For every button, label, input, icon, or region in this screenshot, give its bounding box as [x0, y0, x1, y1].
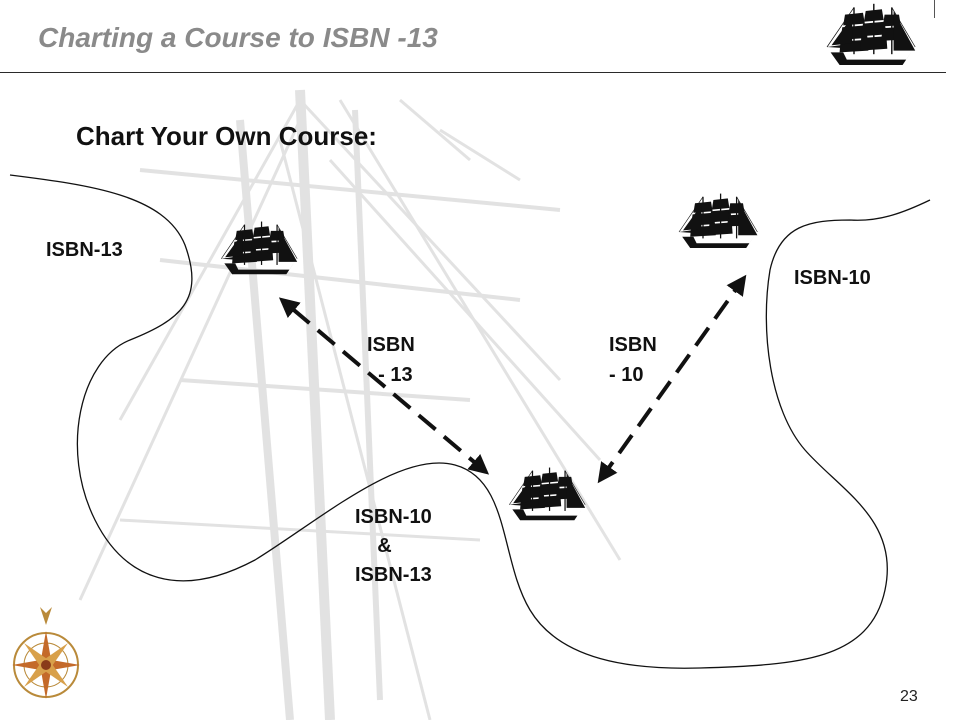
label-isbn13-shore-text: ISBN-13 — [46, 239, 123, 261]
page-number: 23 — [900, 688, 918, 705]
slide-subtitle: Chart Your Own Course: — [76, 121, 377, 151]
sailing-ship-icon — [678, 192, 759, 249]
label-isbn10-shore: ISBN-10 — [794, 266, 871, 290]
label-route-isbn13-line1: ISBN — [367, 334, 415, 356]
label-isbn13-shore: ISBN-13 — [46, 238, 123, 262]
label-route-isbn10-line1: ISBN — [609, 334, 657, 356]
background-rigging-art — [78, 89, 622, 720]
sailing-ship-icon — [508, 466, 587, 522]
sailing-ship-icon — [825, 2, 917, 67]
coastline-left — [9, 174, 931, 669]
corner-line — [934, 0, 935, 18]
sailing-ship-icon — [220, 220, 299, 276]
label-route-isbn10: ISBN - 10 — [609, 330, 657, 390]
label-both-line2: & — [355, 535, 392, 557]
label-both-isbn: ISBN-10 & ISBN-13 — [355, 503, 432, 590]
slide-title: Charting a Course to ISBN -13 — [38, 22, 438, 53]
title-rule — [0, 72, 946, 73]
label-both-line3: ISBN-13 — [355, 564, 432, 586]
label-isbn10-shore-text: ISBN-10 — [794, 267, 871, 289]
label-route-isbn13-line2: - 13 — [367, 364, 413, 386]
route-arrow-isbn13 — [278, 297, 490, 475]
label-route-isbn10-line2: - 10 — [609, 364, 644, 386]
compass-rose-icon — [12, 607, 80, 699]
label-route-isbn13: ISBN - 13 — [367, 330, 415, 390]
route-arrow-isbn10 — [597, 274, 747, 484]
label-both-line1: ISBN-10 — [355, 506, 432, 528]
